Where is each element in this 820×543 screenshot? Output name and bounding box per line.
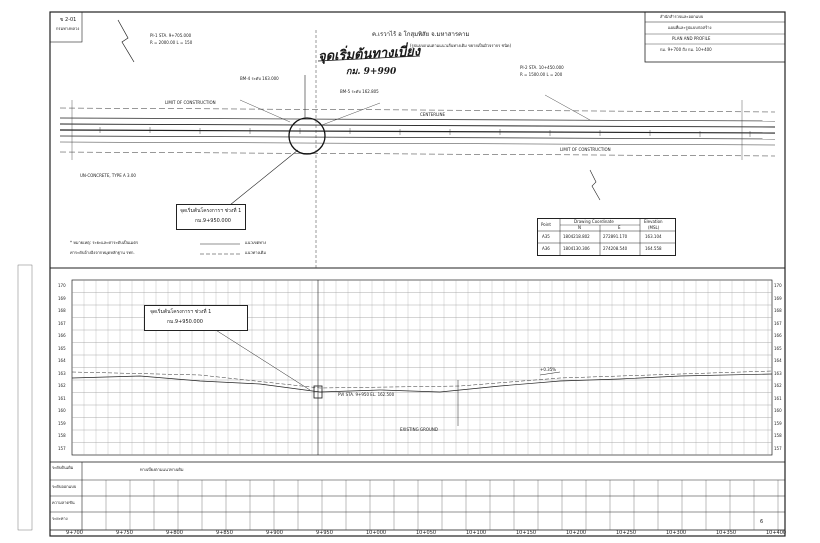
profile-row-label: ระยะทาง [52,516,68,521]
profile-callout-line-2: กม.9+950.000 [167,319,203,325]
station-label: 9+900 [266,530,283,536]
coord-row-1-e: 272891.170 [603,234,628,239]
station-label: 9+800 [166,530,183,536]
station-label: 10+150 [516,530,537,536]
route-subtitle: (รูปแบบถนนตามแนวเส้นทางเดิม ขยายเป็นผิวจ… [410,43,512,48]
note-line-2: ค่าระดับอ้างอิงจากหมุดหลักฐาน รทก. [70,250,135,255]
curve-note-right-1: PI-2 STA. 10+450.000 [520,65,564,70]
elevation-tick-right: 159 [774,420,782,426]
station-label: 10+300 [666,530,687,536]
elevation-tick-left: 169 [58,295,66,301]
elevation-tick-right: 163 [774,370,782,376]
benchmark-label-2: BM-5 ระดับ 162.805 [340,89,379,94]
elevation-tick-right: 157 [774,445,782,451]
uncontrol-label: UN-CONCRETE, TYPE A 3.00 [80,173,136,178]
coordinate-table: Point Drawing Coordinate Elevation N E (… [537,218,676,256]
centerline-label: CENTERLINE [420,112,445,117]
handwritten-km-note: กม. 9+990 [346,67,397,77]
elevation-tick-right: 165 [774,345,782,351]
coord-row-2-elev: 164.558 [645,246,662,251]
sheet-number: 6 [760,519,764,525]
elevation-tick-right: 164 [774,358,782,363]
existing-ground-annotation: EXISTING GROUND [400,427,438,432]
station-label: 10+200 [566,530,587,536]
station-label: 10+350 [716,530,737,536]
elevation-tick-left: 158 [58,433,66,438]
station-label: 10+400 [766,530,787,536]
plan-callout-line-2: กม.9+950.000 [195,218,231,224]
station-label: 9+850 [216,530,233,536]
elevation-tick-right: 166 [774,333,782,338]
route-title: ค.เรวาไร้ อ โกสุมพิสัย จ.มหาสารคาม [372,31,470,38]
profile-row-label: ระดับออกแบบ [52,484,77,489]
curve-note-left-2: R = 2000.00 L = 150 [150,40,193,45]
station-label: 9+750 [116,530,133,536]
elevation-tick-left: 160 [58,408,66,413]
elevation-tick-left: 164 [58,358,66,363]
station-label: 10+050 [416,530,437,536]
elevation-tick-left: 163 [58,370,66,376]
elevation-tick-left: 168 [58,308,66,313]
plan-callout-line-1: จุดเริ่มต้นโครงการฯ ช่วงที่ 1 [180,208,242,214]
coord-row-1-point: A35 [542,234,550,239]
station-label: 10+000 [366,530,387,536]
coord-header-drawing: Drawing Coordinate [574,219,614,224]
plan-start-callout: จุดเริ่มต้นโครงการฯ ช่วงที่ 1 กม.9+950.0… [176,204,246,230]
curve-note-right-2: R = 1500.00 L = 200 [520,72,563,77]
station-label: 10+250 [616,530,637,536]
coord-row-2-e: 274208.540 [603,246,628,251]
pvi-annotation: PVI STA. 9+950 EL. 162.500 [338,392,395,397]
sheet-title-en: PLAN AND PROFILE [672,36,711,41]
coord-row-2-n: 1804130.306 [563,246,590,251]
elevation-tick-right: 170 [774,283,782,288]
elevation-tick-left: 161 [58,395,66,401]
sheet-title-th: แผนที่และรูปแบบก่อสร้าง [668,25,712,30]
coord-row-2-point: A36 [542,246,550,251]
curve-note-left-1: PI-1 STA. 9+705.000 [150,33,192,38]
coord-sub-n: N [578,225,581,230]
station-label: 10+100 [466,530,487,536]
elevation-tick-right: 160 [774,408,782,413]
elevation-tick-right: 167 [774,320,782,326]
office-header: สำนักสำรวจและออกแบบ [660,14,704,19]
coord-row-1-elev: 163.104 [645,234,662,239]
benchmark-label-1: BM-4 ระดับ 163.000 [240,76,279,81]
coord-header-point: Point [541,222,551,227]
grade-band-label: ทางเบี่ยงตามแนวทางเดิม [140,467,184,472]
limit-construction-left: LIMIT OF CONSTRUCTION [165,100,216,105]
drawing-number: ข 2-01 [60,17,77,23]
agency-name: กรมทางหลวง [56,26,80,31]
elevation-tick-left: 165 [58,345,66,351]
elevation-tick-left: 167 [58,320,66,326]
elevation-tick-left: 159 [58,420,66,426]
elevation-tick-right: 168 [774,308,782,313]
elevation-tick-right: 161 [774,395,782,401]
elevation-tick-left: 162 [58,383,66,388]
profile-callout-line-1: จุดเริ่มต้นโครงการฯ ช่วงที่ 1 [150,309,212,315]
profile-row-label: ความลาดชัน [52,500,75,505]
station-label: 9+700 [66,530,83,536]
elevation-tick-left: 157 [58,445,66,451]
coord-sub-e: E [618,225,621,230]
profile-start-callout: จุดเริ่มต้นโครงการฯ ช่วงที่ 1 กม.9+950.0… [144,305,248,331]
elevation-tick-left: 166 [58,333,66,338]
elevation-tick-right: 158 [774,433,782,438]
coord-header-elev: Elevation [644,219,663,224]
profile-row-label: ระดับดินเดิม [52,465,74,470]
grade-annotation: +0.35% [540,367,557,372]
legend-right-of-way: แนวเขตทาง [245,240,267,245]
coord-row-1-n: 1804218.802 [563,234,590,239]
elevation-tick-left: 170 [58,283,66,288]
sheet-range: กม. 9+700 ถึง กม. 10+400 [660,47,712,52]
station-label: 9+950 [316,530,333,536]
elevation-tick-right: 162 [774,383,782,388]
note-line-1: * หมายเหตุ: ระยะและค่าระดับเป็นเมตร [70,240,139,245]
coord-sub-msl: (MSL) [648,225,660,230]
limit-construction-right: LIMIT OF CONSTRUCTION [560,147,611,152]
elevation-tick-right: 169 [774,295,782,301]
legend-existing-road: แนวทางเดิม [245,250,266,255]
